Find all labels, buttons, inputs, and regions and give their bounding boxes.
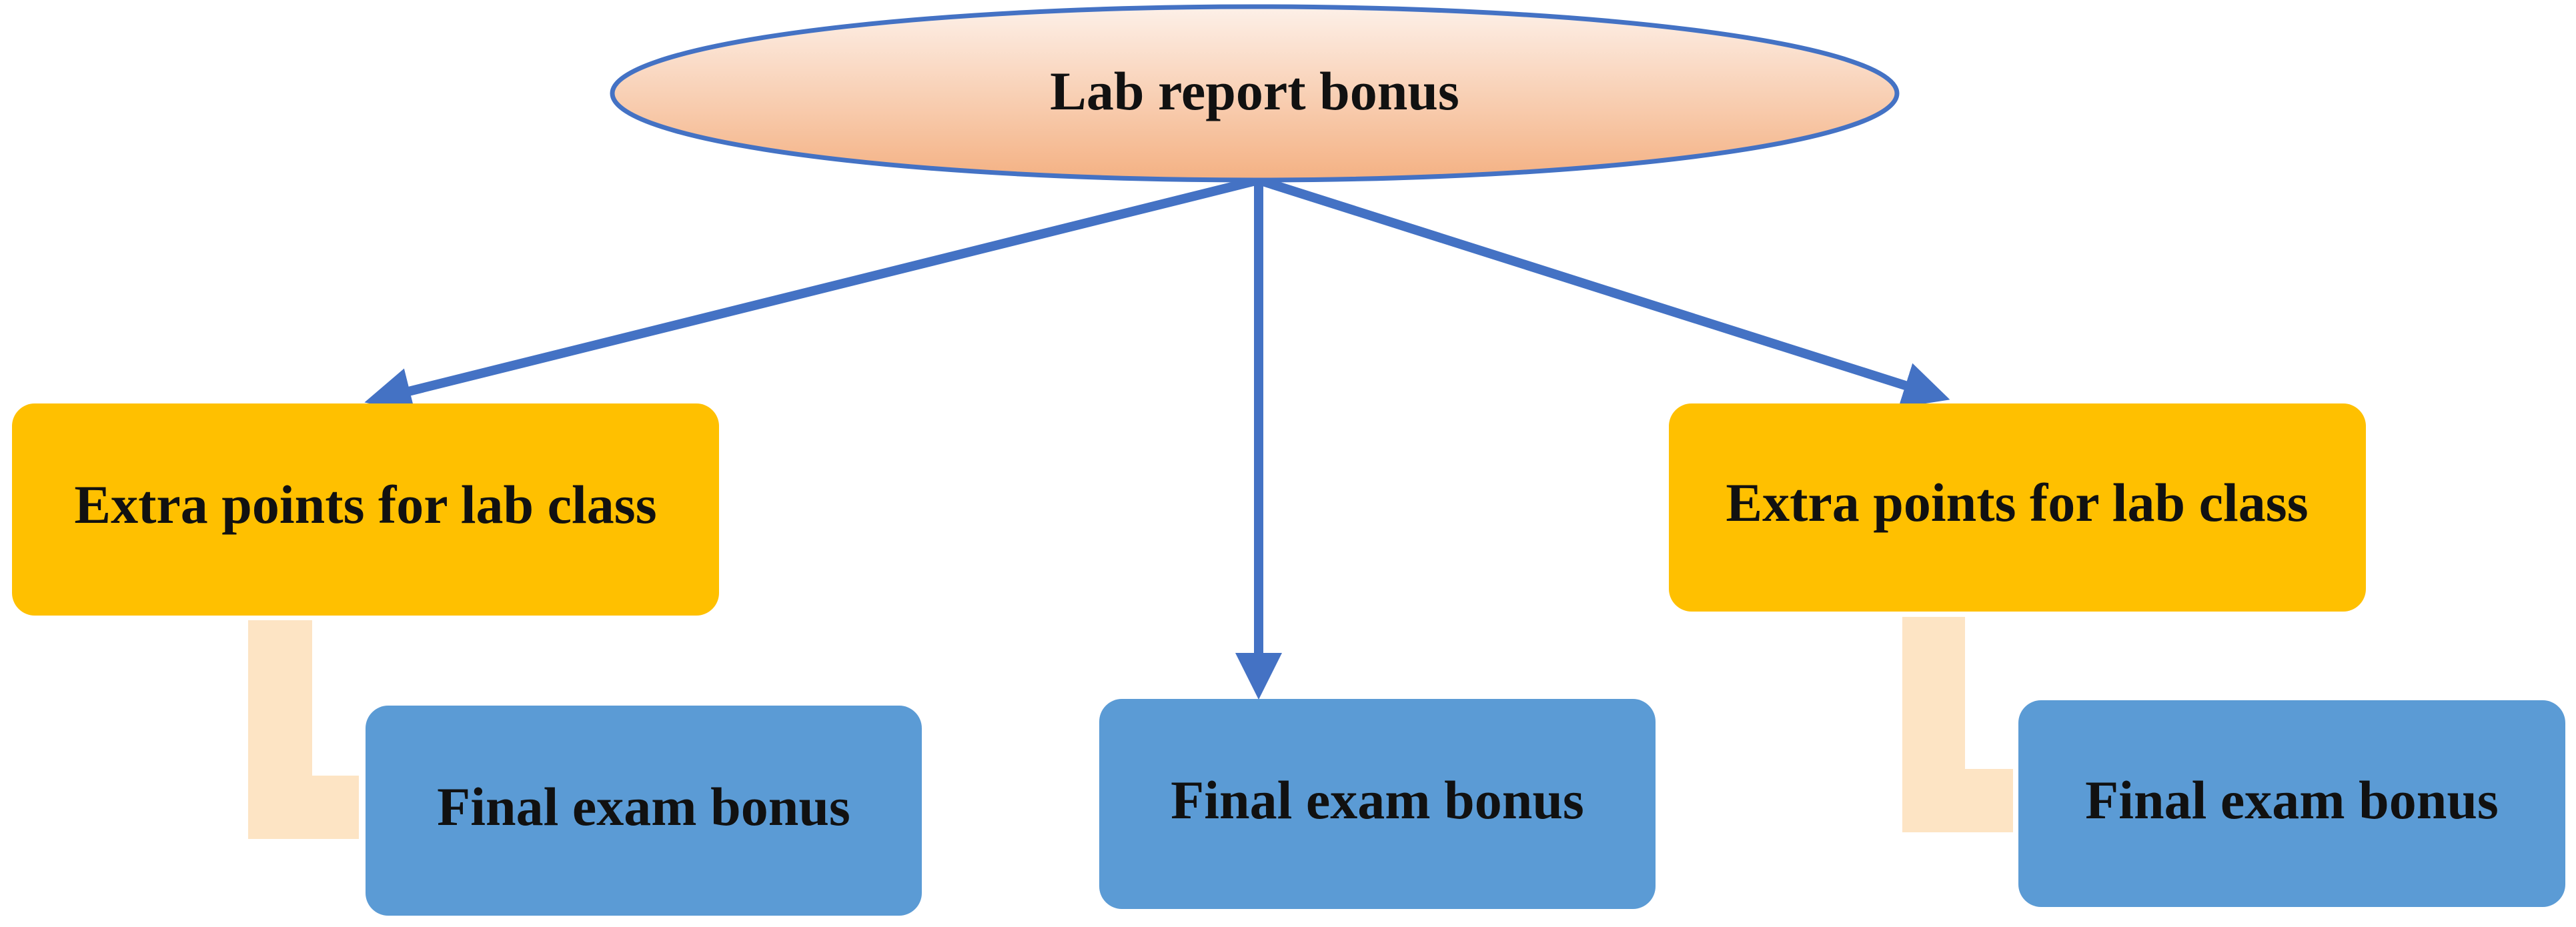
arrows — [364, 175, 1950, 700]
root-ellipse — [610, 4, 1900, 183]
right-final-exam-label: Final exam bonus — [2085, 770, 2499, 830]
left-extra-points-box — [12, 403, 719, 616]
right-elbow-connector — [1902, 617, 2013, 832]
right-extra-points-label: Extra points for lab class — [1726, 472, 2308, 533]
left-elbow-connector — [248, 620, 359, 839]
root-node: Lab report bonus — [610, 4, 1900, 183]
center-final-exam-label: Final exam bonus — [1171, 770, 1584, 830]
arrow-to-left-extra-points — [364, 175, 1260, 414]
right-branch: Extra points for lab class Final exam bo… — [1669, 403, 2565, 907]
right-extra-points-box — [1669, 403, 2366, 612]
left-branch: Extra points for lab class Final exam bo… — [12, 403, 922, 916]
left-final-exam-label: Final exam bonus — [437, 776, 850, 837]
left-extra-points-label: Extra points for lab class — [74, 474, 656, 535]
arrow-to-right-extra-points — [1257, 175, 1950, 408]
center-branch: Final exam bonus — [1099, 699, 1656, 909]
left-final-exam-box — [366, 706, 922, 916]
root-label: Lab report bonus — [1050, 61, 1459, 121]
center-final-exam-box — [1099, 699, 1656, 909]
right-final-exam-box — [2018, 700, 2565, 907]
